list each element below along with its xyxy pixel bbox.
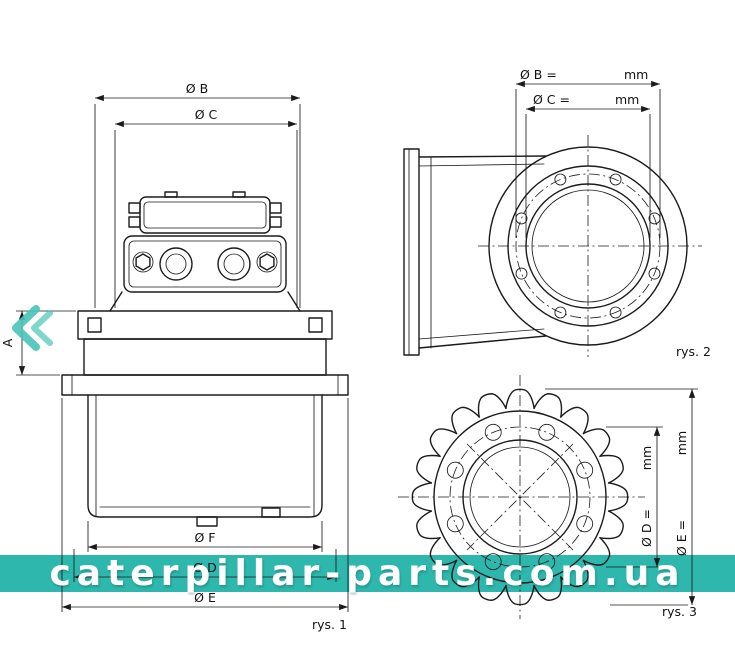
fig1-dim-c-label: Ø C [195,107,218,122]
fig1-dim-e-label: Ø E [194,590,216,605]
fig3-dim-e-label: Ø E = [674,520,689,556]
fig3-caption: rys. 3 [662,604,697,619]
fig3-dim-d-unit: mm [639,446,654,470]
chevron-left-icon [8,303,54,357]
fig1-dim-a-label: A [0,338,15,347]
fig2-dim-c-label: Ø C = [533,92,570,107]
sprocket-crosshair [398,375,645,619]
fig3-dim-d-label: Ø D = [639,509,654,547]
center-crosshair [478,135,702,357]
fig3-dim-e-unit: mm [674,431,689,455]
fig1-dim-d-label: Ø D [193,560,216,575]
fig2-caption: rys. 2 [676,344,711,359]
fig1-dim-b-label: Ø B [186,81,208,96]
fig1-dim-f-label: Ø F [194,530,215,545]
fig1-caption: rys. 1 [312,617,347,632]
watermark-text: caterpillar-parts.com.ua [49,553,686,594]
fig2-dim-b-label: Ø B = [520,67,557,82]
sprocket-bolt-holes [446,423,594,571]
housing-outline [403,146,688,356]
fig2-dim-c-unit: mm [615,92,639,107]
motor-body-outline [61,191,349,527]
fig1-front-view: Ø B Ø C [0,81,349,632]
fig3-sprocket-view: mm Ø D = mm Ø E = rys. 3 [398,375,698,619]
fig2-side-view: Ø B = mm Ø C = mm rys. 2 [403,67,711,359]
fig2-dim-b-unit: mm [624,67,648,82]
watermark-band [0,555,735,592]
sprocket-bolt-circle-centerline [449,426,591,568]
